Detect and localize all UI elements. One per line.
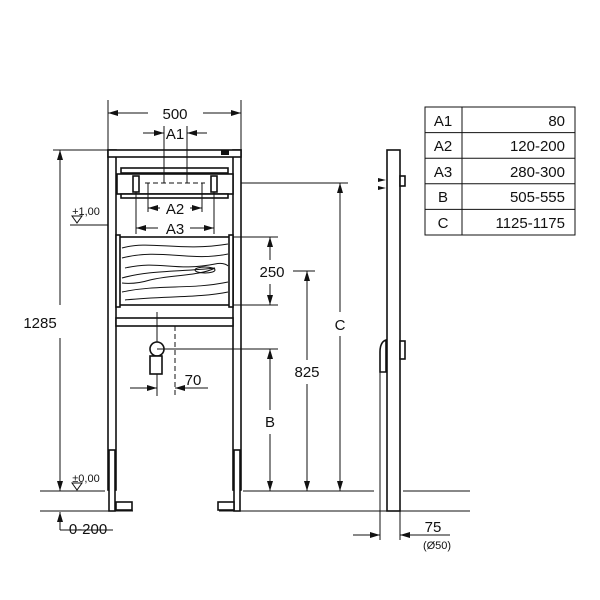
height-label: 1285 [23,315,56,332]
table-value: 280-300 [510,164,565,181]
table-key: B [438,189,448,206]
table-key: C [438,215,449,232]
level-zero-label: ±0,00 [72,473,99,485]
a2-label: A2 [166,201,184,218]
table-value: 505-555 [510,189,565,206]
dimensions [53,100,450,538]
table-value: 1125-1175 [495,215,565,232]
table-key: A3 [434,164,452,181]
frame-side-view [378,149,406,540]
b-label: B [265,414,275,431]
offset-label: 70 [185,372,202,389]
a3-label: A3 [166,221,184,238]
table-key: A1 [434,113,452,130]
width-label: 500 [162,106,187,123]
h825-label: 825 [294,364,319,381]
floor-label: 0-200 [69,521,107,538]
dimension-table: A1 80 A2 120-200 A3 280-300 B 505-555 C … [424,106,576,236]
depth-label: 75 [425,519,442,536]
table-value: 120-200 [510,138,565,155]
table-key: A2 [434,138,452,155]
pipe-diameter-label: (Ø50) [423,540,451,552]
floor-lines [40,490,470,512]
board-height-label: 250 [259,264,284,281]
table-value: 80 [548,113,565,130]
level-plus-label: +1,00 [72,206,100,218]
a1-label: A1 [166,126,184,143]
c-label: C [335,317,346,334]
frame-front-view [107,149,242,512]
